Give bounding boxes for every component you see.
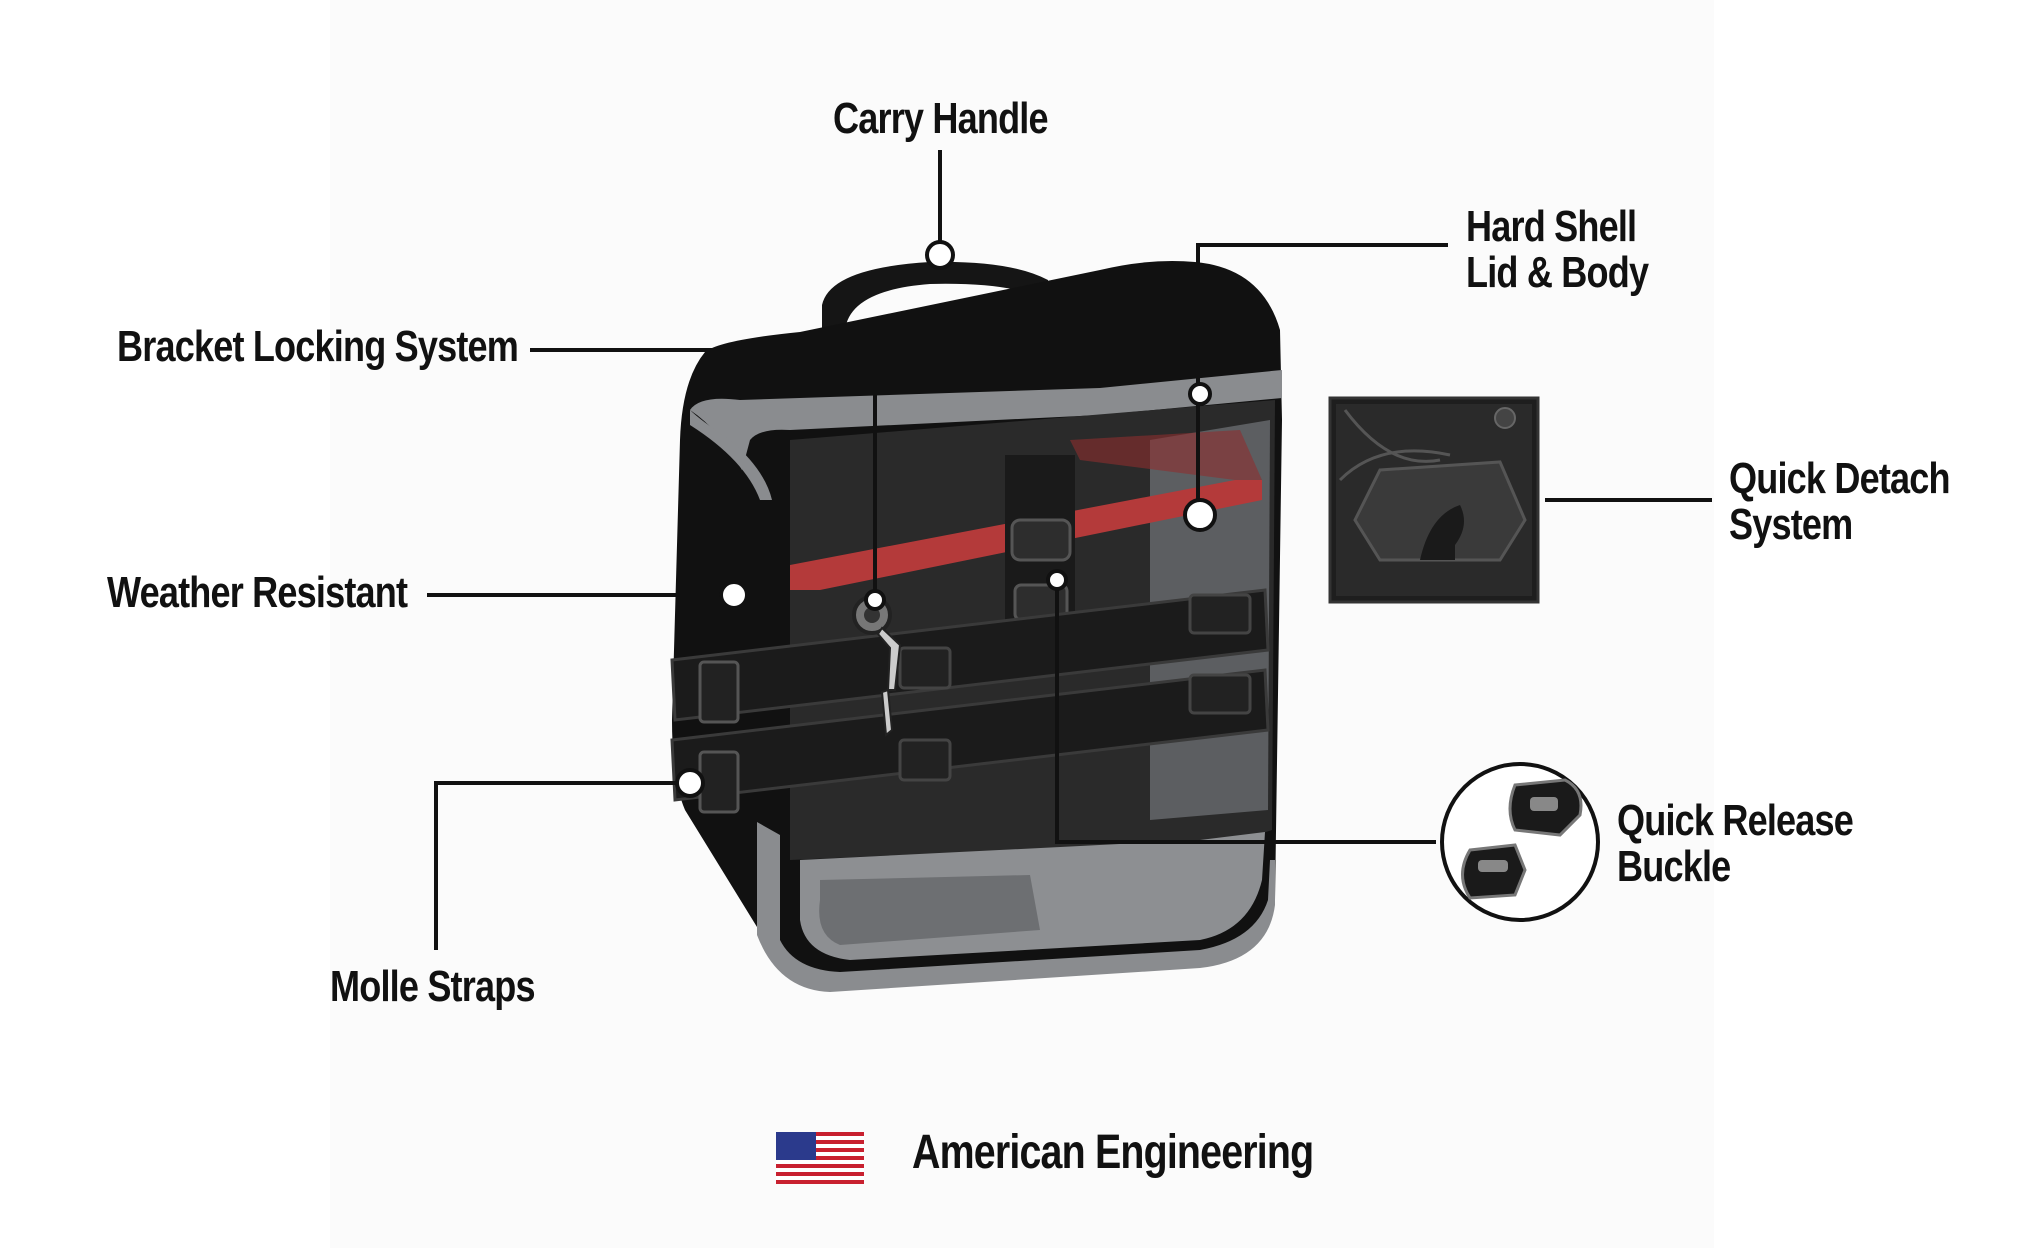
hard-shell-marker-lower bbox=[1183, 498, 1217, 532]
hard-shell-label: Hard Shell Lid & Body bbox=[1466, 202, 1649, 297]
quick-release-label: Quick Release Buckle bbox=[1617, 796, 1854, 891]
callout-dots bbox=[675, 240, 1217, 798]
quick-release-label-line2: Buckle bbox=[1617, 842, 1731, 891]
bracket-locking-label: Bracket Locking System bbox=[117, 322, 519, 371]
carry-handle-marker bbox=[925, 240, 955, 270]
carry-handle-label: Carry Handle bbox=[833, 94, 1049, 143]
quick-detach-label-line1: Quick Detach bbox=[1729, 454, 1951, 503]
saddlebag-body bbox=[670, 261, 1282, 992]
molle-straps-label: Molle Straps bbox=[330, 962, 536, 1011]
hard-shell-label-line1: Hard Shell bbox=[1466, 202, 1637, 251]
quick-release-marker bbox=[1046, 569, 1068, 591]
quick-detach-label: Quick Detach System bbox=[1729, 454, 1951, 549]
weather-resistant-label: Weather Resistant bbox=[107, 568, 408, 617]
quick-release-buckle-inset bbox=[1440, 762, 1600, 922]
quick-detach-label-line2: System bbox=[1729, 500, 1853, 549]
molle-straps-marker bbox=[675, 768, 705, 798]
hard-shell-label-line2: Lid & Body bbox=[1466, 248, 1649, 297]
american-engineering-label: American Engineering bbox=[912, 1126, 1314, 1179]
weather-resistant-marker bbox=[719, 580, 749, 610]
carry-handle-graphic bbox=[822, 261, 1048, 330]
quick-detach-inset bbox=[1328, 396, 1540, 604]
quick-release-label-line1: Quick Release bbox=[1617, 796, 1854, 845]
bracket-lock-marker bbox=[864, 589, 886, 611]
hard-shell-marker-upper bbox=[1188, 382, 1212, 406]
us-flag-icon bbox=[776, 1132, 864, 1184]
